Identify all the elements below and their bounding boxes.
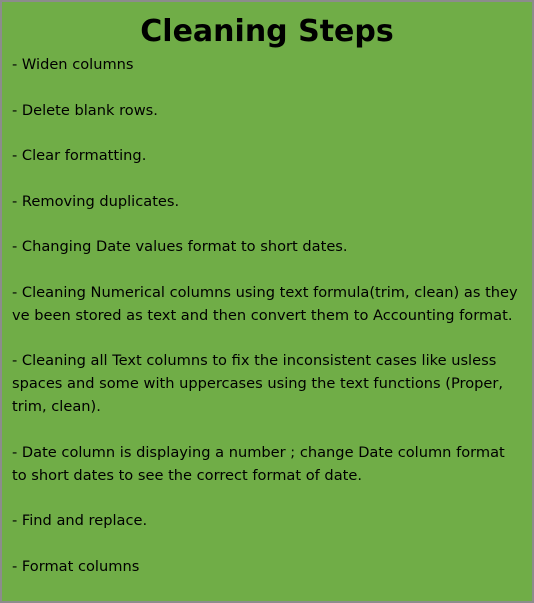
step-item: - Removing duplicates. (12, 192, 180, 210)
panel-title: Cleaning Steps (140, 14, 394, 49)
step-item: - Delete blank rows. (12, 101, 158, 119)
step-item: - Date column is displaying a number ; c… (12, 443, 505, 484)
step-item: - Clear formatting. (12, 147, 147, 164)
step-item: - Find and replace. (12, 512, 148, 529)
step-item: - Cleaning all Text columns to fix the i… (12, 352, 504, 415)
step-item: - Format columns (12, 557, 140, 575)
step-item: - Widen columns (12, 56, 134, 73)
steps-list: - Widen columns - Delete blank rows. - C… (12, 53, 522, 578)
step-item: - Cleaning Numerical columns using text … (12, 283, 518, 324)
step-item: - Changing Date values format to short d… (12, 238, 348, 255)
